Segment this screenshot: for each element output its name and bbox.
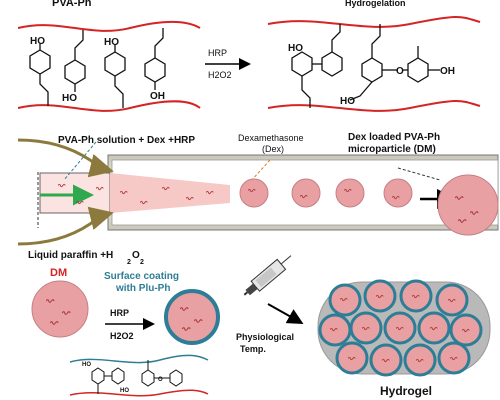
oh-label-3: HO: [104, 37, 119, 48]
reagent-hrp-top: HRP: [208, 48, 227, 58]
hydrogel-particles: [318, 279, 483, 377]
dex-loaded-label: Dex loaded PVA-Ph: [348, 132, 440, 143]
microparticle-label: microparticle (DM): [348, 144, 436, 155]
small-crosslink-structure: [69, 354, 209, 397]
gel-backbone-top: [267, 16, 481, 28]
gel-oh-2: HO: [340, 96, 355, 107]
paraffin-sub-2b: 2: [140, 259, 144, 266]
coating-step: DM Surface coating with Plu-Ph HRP H2O2 …: [31, 267, 220, 397]
droplet-3: [335, 178, 365, 208]
pva-solution-label: PVA-Ph solution + Dex +HRP: [58, 135, 195, 146]
backbone-bottom: [17, 100, 201, 112]
hydrogel-structure: Hydrogelation HO HO O OH: [267, 0, 481, 112]
oh-label-4: OH: [150, 91, 165, 102]
gel-oh-1: HO: [288, 43, 303, 54]
dm-particle-small: [31, 280, 89, 338]
oh-label-1: HO: [30, 36, 45, 47]
dexamethasone-label: Dexamethasone: [238, 133, 304, 143]
paraffin-sub-2: 2: [127, 259, 131, 266]
inner-capillary: [39, 172, 111, 214]
with-plu-label: with Plu-Ph: [115, 283, 170, 294]
hydrogel-label: Hydrogel: [380, 384, 432, 398]
hydrogelation-title: Hydrogelation: [345, 0, 406, 8]
hrp-bottom: HRP: [110, 308, 129, 318]
dm-particle: [437, 174, 499, 236]
liquid-paraffin-label: Liquid paraffin +H 2 O 2: [28, 250, 144, 266]
gel-oxygen: O: [396, 66, 404, 77]
small-ho-2: HO: [120, 388, 129, 394]
injection-step: Physiological Temp.: [236, 255, 304, 354]
phenol-units: [29, 28, 166, 108]
gel-oh-3: OH: [440, 66, 455, 77]
droplet-2: [291, 178, 321, 208]
reagent-h2o2-top: H2O2: [208, 70, 232, 80]
physiological-label: Physiological: [236, 332, 294, 342]
droplet-4: [383, 178, 413, 208]
h2o2-bottom: H2O2: [110, 331, 134, 341]
small-o: O: [158, 377, 163, 383]
top-reaction-arrow: HRP H2O2: [205, 48, 251, 80]
gel-backbone-bottom: [267, 100, 481, 112]
liquid-paraffin-text: Liquid paraffin +H: [28, 250, 113, 261]
injection-arrow: [267, 303, 304, 324]
dex-abbrev-label: (Dex): [262, 144, 284, 154]
paraffin-flow-top: [17, 138, 114, 178]
droplet-1: [239, 178, 269, 208]
backbone-top: [17, 20, 201, 32]
dm-label: DM: [50, 267, 67, 279]
pva-ph-structure: PVA-Ph HO HO HO OH: [17, 0, 201, 112]
dm-pointer: [397, 167, 441, 181]
solution-cone: [110, 173, 230, 213]
syringe-icon: [243, 255, 292, 296]
oh-label-2: HO: [62, 93, 77, 104]
hydrogel-cluster: Hydrogel: [317, 279, 491, 398]
pva-ph-title: PVA-Ph: [52, 0, 92, 9]
coated-particle: [164, 289, 220, 345]
microfluidic-device: PVA-Ph solution + Dex +HRP Dexamethasone…: [17, 132, 499, 266]
paraffin-flow-bottom: [17, 206, 114, 246]
small-ho-1: HO: [82, 362, 91, 368]
paraffin-o: O: [132, 250, 140, 261]
solution-pointer: [63, 141, 97, 181]
surface-coating-label: Surface coating: [104, 271, 179, 282]
temp-label: Temp.: [240, 344, 266, 354]
